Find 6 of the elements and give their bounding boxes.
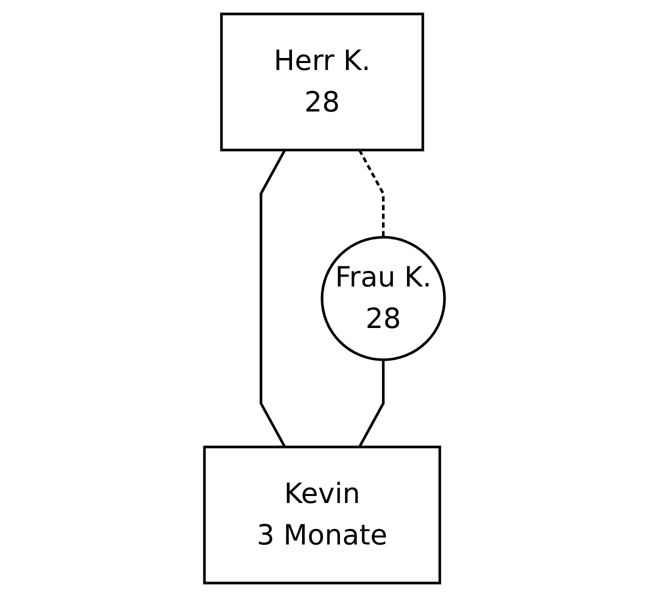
connector [358, 149, 385, 238]
connector [358, 360, 385, 448]
connector [260, 149, 286, 448]
node-circle: Frau K. 28 [320, 236, 446, 362]
node-box: Kevin 3 Monate [203, 446, 442, 584]
node-box: Herr K. 28 [220, 12, 424, 152]
